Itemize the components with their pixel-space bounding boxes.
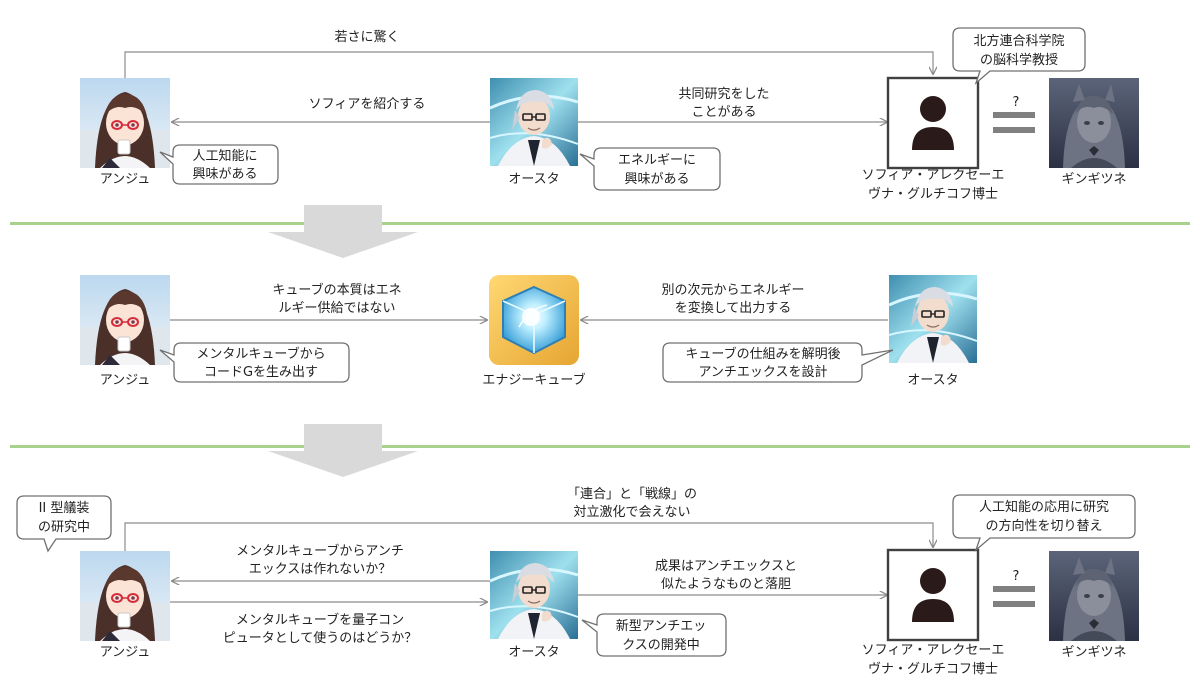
anju-name: アンジュ (100, 172, 151, 187)
section-2: キューブの本質はエネ ルギー供給ではない 別の次元からエネルギー を変換して出力… (79, 273, 979, 388)
label-result-1: 成果はアンチエックスと (655, 559, 797, 574)
equals-sign (993, 112, 1035, 133)
bubble-sofia-title: 北方連合科学院 の脳科学教授 (952, 27, 1086, 86)
section-1: 若さに驚く ソフィアを紹介する 共同研究をした ことがある アンジュ オースタ … (79, 27, 1139, 202)
label-osta-to-cube-2: を変換して出力する (675, 300, 792, 316)
arrow-anju-to-sofia-top (124, 51, 933, 78)
label-q2-2: ピュータとして使うのはどうか？ (223, 630, 418, 646)
osta-name-2: オースタ (907, 373, 958, 388)
section-3: 「連合」と「戦線」の 対立激化で会えない メンタルキューブからアンチ エックスは… (16, 486, 1139, 677)
down-arrow-1 (268, 205, 418, 258)
osta-name: オースタ (508, 172, 559, 187)
arrow-anju-to-sofia-blocked (124, 522, 933, 551)
svg-text:人工知能の応用に研究: 人工知能の応用に研究 (979, 499, 1109, 515)
bubble-osta-new-antix: 新型アンチエッ クスの開発中 (581, 613, 727, 657)
svg-text:の方向性を切り替え: の方向性を切り替え (985, 518, 1102, 534)
equals-sign-2 (993, 586, 1035, 607)
bubble-anju-rigging: II 型艤装 の研究中 (16, 495, 112, 553)
label-arrow-joint-2: ことがある (691, 105, 756, 120)
label-arrow-joint-1: 共同研究をした (678, 87, 769, 102)
label-q1-1: メンタルキューブからアンチ (236, 543, 404, 559)
question-mark: ? (1013, 95, 1020, 110)
sofia-name-1: ソフィア・アレクセーエ (862, 168, 1005, 183)
down-arrow-2 (268, 424, 418, 477)
svg-text:キューブの仕組みを解明後: キューブの仕組みを解明後 (685, 346, 840, 362)
label-blocked-2: 対立激化で会えない (573, 505, 690, 520)
sofia-name-3: ソフィア・アレクセーエ (862, 643, 1005, 658)
label-arrow-top: 若さに驚く (334, 29, 399, 45)
anju-portrait-2 (79, 274, 171, 366)
svg-text:エネルギーに: エネルギーに (618, 153, 696, 168)
anju-portrait-3 (79, 550, 171, 642)
bubble-anju-interest: 人工知能に 興味がある (159, 144, 279, 185)
svg-text:II 型艤装: II 型艤装 (39, 500, 90, 516)
ginguitsune-portrait (1049, 78, 1139, 168)
svg-text:興味がある: 興味がある (192, 167, 257, 182)
svg-text:北方連合科学院: 北方連合科学院 (973, 33, 1064, 49)
bubble-anju-code-g: メンタルキューブから コードGを生み出す (159, 342, 350, 383)
ginguitsune-portrait-2 (1049, 551, 1139, 641)
label-q1-2: エックスは作れないか？ (249, 562, 392, 577)
svg-text:アンチエックスを設計: アンチエックスを設計 (698, 364, 827, 380)
svg-text:クスの開発中: クスの開発中 (622, 638, 700, 653)
divider-1 (10, 222, 1190, 225)
anju-name-2: アンジュ (100, 373, 151, 388)
bubble-sofia-switch: 人工知能の応用に研究 の方向性を切り替え (952, 494, 1136, 553)
sofia-name-2: ヴナ・グルチコフ博士 (868, 186, 998, 202)
osta-portrait-2 (887, 273, 979, 365)
osta-portrait-3 (488, 549, 580, 641)
label-osta-to-cube-1: 別の次元からエネルギー (661, 282, 804, 298)
svg-text:の脳科学教授: の脳科学教授 (980, 52, 1058, 68)
label-blocked-1: 「連合」と「戦線」の (567, 486, 697, 502)
label-anju-to-cube-2: ルギー供給ではない (278, 301, 395, 316)
bubble-osta-interest: エネルギーに 興味がある (579, 147, 721, 191)
bubble-osta-design: キューブの仕組みを解明後 アンチエックスを設計 (662, 342, 894, 383)
energy-cube-label: エナジーキューブ (482, 372, 585, 388)
svg-text:の研究中: の研究中 (38, 520, 90, 535)
divider-2 (10, 445, 1190, 448)
sofia-person-icon-2 (886, 548, 980, 642)
ginguitsune-name: ギンギツネ (1061, 172, 1126, 187)
svg-text:メンタルキューブから: メンタルキューブから (196, 346, 325, 362)
label-anju-to-cube-1: キューブの本質はエネ (272, 282, 401, 298)
anju-portrait (79, 77, 171, 169)
osta-portrait (488, 76, 580, 168)
svg-text:コードGを生み出す: コードGを生み出す (204, 365, 318, 380)
svg-text:興味がある: 興味がある (624, 172, 689, 187)
label-arrow-intro: ソフィアを紹介する (309, 97, 426, 112)
anju-name-3: アンジュ (100, 645, 151, 660)
energy-cube-icon (488, 274, 580, 366)
label-q2-1: メンタルキューブを量子コン (236, 612, 404, 628)
svg-text:新型アンチエッ: 新型アンチエッ (616, 618, 706, 634)
label-result-2: 似たようなものと落胆 (661, 577, 791, 592)
svg-text:人工知能に: 人工知能に (192, 148, 257, 164)
sofia-person-icon (886, 76, 980, 170)
osta-name-3: オースタ (508, 645, 559, 660)
ginguitsune-name-2: ギンギツネ (1061, 645, 1126, 660)
question-mark-2: ? (1013, 569, 1020, 584)
sofia-name-4: ヴナ・グルチコフ博士 (868, 661, 998, 677)
